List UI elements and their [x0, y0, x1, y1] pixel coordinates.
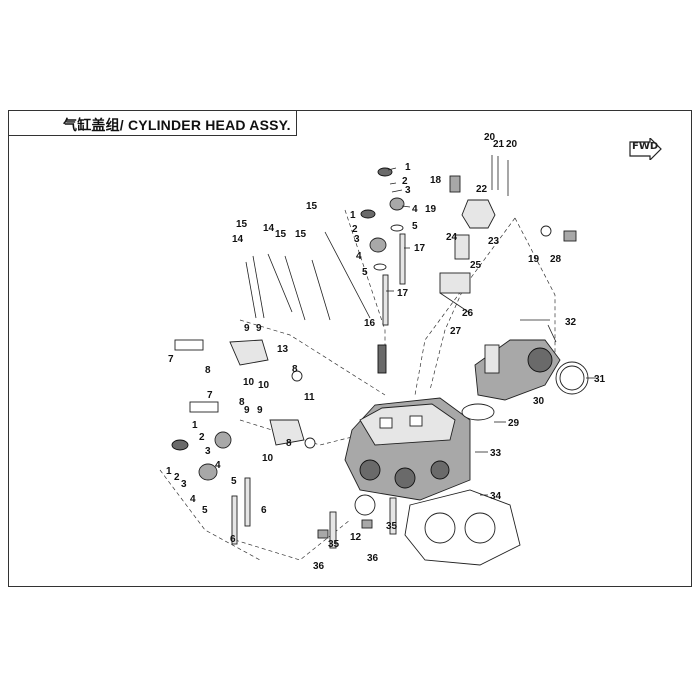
rocker-arm-upper — [174, 339, 303, 382]
callout-3b: 3 — [354, 234, 360, 245]
callout-33: 33 — [490, 448, 502, 459]
callout-9b: 9 — [256, 323, 262, 334]
fwd-arrow-icon: FWD — [628, 136, 662, 162]
callout-9a: 9 — [244, 323, 250, 334]
callout-8a: 8 — [205, 365, 211, 376]
callout-7a: 7 — [168, 354, 174, 365]
callout-2c: 2 — [199, 432, 205, 443]
title-box: 气缸盖组/ CYLINDER HEAD ASSY. — [8, 110, 297, 136]
callout-15d: 15 — [295, 229, 307, 240]
callout-17b: 17 — [397, 288, 409, 299]
callout-22: 22 — [476, 184, 488, 195]
callout-5: 5 — [412, 221, 418, 232]
callout-10a: 10 — [243, 377, 255, 388]
cylinder-head — [344, 397, 471, 501]
callout-3c: 3 — [205, 446, 211, 457]
callout-20a: 20 — [484, 132, 496, 143]
callout-15c: 15 — [275, 229, 287, 240]
o-ring — [461, 403, 495, 421]
callout-9d: 9 — [257, 405, 263, 416]
callout-8d: 8 — [286, 438, 292, 449]
callout-8c: 8 — [239, 397, 245, 408]
callout-14a: 14 — [263, 223, 275, 234]
fwd-label: FWD — [632, 141, 659, 152]
thermostat-housing — [439, 175, 496, 314]
callout-13: 13 — [277, 344, 289, 355]
callout-19b: 19 — [528, 254, 540, 265]
callout-36a: 36 — [313, 561, 325, 572]
callout-4: 4 — [412, 204, 418, 215]
callout-5d: 5 — [202, 505, 208, 516]
callout-30: 30 — [533, 396, 545, 407]
valve-assembly-right — [360, 167, 406, 326]
washer — [540, 225, 552, 237]
callout-labels: 1 2 3 4 5 17 1 2 3 4 5 17 16 15 15 14 15… — [166, 132, 606, 572]
head-gasket — [404, 489, 521, 566]
callout-34: 34 — [490, 491, 502, 502]
diagram-title: 气缸盖组/ CYLINDER HEAD ASSY. — [63, 117, 291, 133]
callout-4b: 4 — [356, 251, 362, 262]
callout-10b: 10 — [258, 380, 270, 391]
callout-21: 21 — [493, 139, 505, 150]
callout-7b: 7 — [207, 390, 213, 401]
diagram-frame — [8, 110, 692, 587]
callout-3: 3 — [405, 185, 411, 196]
callout-25: 25 — [470, 260, 482, 271]
callout-3d: 3 — [181, 479, 187, 490]
intake-manifold — [474, 339, 561, 401]
callout-1d: 1 — [166, 466, 172, 477]
callout-23: 23 — [488, 236, 500, 247]
callout-15a: 15 — [306, 201, 318, 212]
callout-36b: 36 — [367, 553, 379, 564]
callout-10c: 10 — [262, 453, 274, 464]
callout-12: 12 — [350, 532, 362, 543]
valve-assembly-left — [171, 431, 251, 545]
callout-1c: 1 — [192, 420, 198, 431]
callout-29: 29 — [508, 418, 520, 429]
callout-24: 24 — [446, 232, 458, 243]
callout-16: 16 — [364, 318, 376, 329]
callout-2: 2 — [402, 176, 408, 187]
callout-32: 32 — [565, 317, 577, 328]
callout-35a: 35 — [386, 521, 398, 532]
callout-20b: 20 — [506, 139, 518, 150]
long-studs — [245, 231, 371, 321]
callout-14b: 14 — [232, 234, 244, 245]
callout-2d: 2 — [174, 472, 180, 483]
fwd-arrow-shape — [629, 136, 662, 162]
callout-2b: 2 — [352, 224, 358, 235]
callout-4c: 4 — [190, 494, 196, 505]
leader-lines — [386, 167, 596, 496]
callout-4a: 4 — [215, 460, 221, 471]
callout-26: 26 — [462, 308, 474, 319]
top-bolts — [491, 155, 557, 343]
bottom-studs — [317, 494, 397, 549]
callout-17: 17 — [414, 243, 426, 254]
callout-1: 1 — [405, 162, 411, 173]
callout-31: 31 — [594, 374, 606, 385]
sensor — [563, 230, 577, 242]
callout-35b: 35 — [328, 539, 340, 550]
callout-15b: 15 — [236, 219, 248, 230]
rocker-arm-lower — [189, 401, 316, 449]
hose-clamp — [555, 361, 589, 395]
callout-1b: 1 — [350, 210, 356, 221]
spark-plug — [377, 344, 387, 374]
callout-6a: 6 — [261, 505, 267, 516]
callout-8b: 8 — [292, 364, 298, 375]
callout-19a: 19 — [425, 204, 437, 215]
callout-28: 28 — [550, 254, 562, 265]
callout-27: 27 — [450, 326, 462, 337]
callout-6b: 6 — [230, 534, 236, 545]
callout-5b: 5 — [362, 267, 368, 278]
callout-9c: 9 — [244, 405, 250, 416]
callout-11: 11 — [304, 392, 315, 403]
callout-18: 18 — [430, 175, 442, 186]
callout-5c: 5 — [231, 476, 237, 487]
